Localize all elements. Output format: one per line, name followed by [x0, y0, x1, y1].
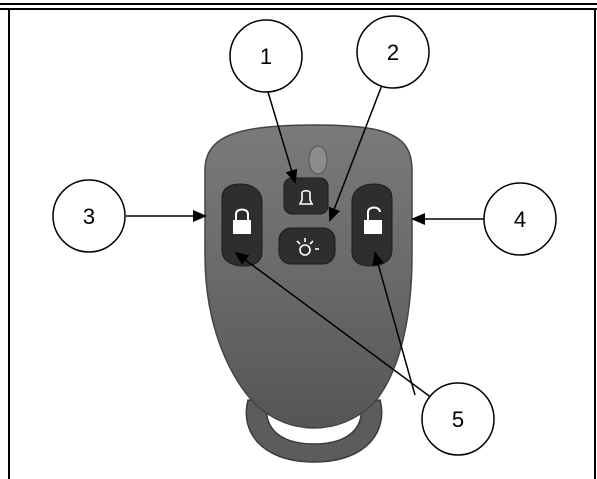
leader-line-5b	[372, 251, 416, 396]
leader-line-5a	[234, 251, 441, 405]
button-lock[interactable]	[221, 183, 263, 267]
frame-top-rule-inner	[0, 8, 597, 10]
callout-5: 5	[421, 382, 495, 456]
unlock-icon	[364, 206, 382, 234]
callout-5-label: 5	[452, 407, 464, 432]
frame-left-rule	[8, 8, 10, 479]
bell-icon	[298, 189, 314, 205]
frame-top-rule-outer	[0, 3, 597, 5]
leader-line-2	[328, 84, 383, 222]
lock-icon	[233, 208, 251, 234]
led-indicator	[308, 145, 328, 175]
key-ring-loop	[245, 399, 383, 463]
light-icon	[296, 238, 319, 256]
leader-line-1	[267, 91, 298, 184]
callout-1: 1	[229, 19, 303, 93]
callout-4-label: 4	[514, 207, 526, 232]
button-light[interactable]	[278, 227, 336, 265]
callout-2: 2	[356, 15, 430, 89]
callout-1-label: 1	[260, 44, 272, 69]
callout-3: 3	[52, 179, 126, 253]
button-bell[interactable]	[283, 177, 329, 215]
callout-2-label: 2	[387, 40, 399, 65]
callout-4: 4	[483, 182, 557, 256]
frame-right-rule	[594, 8, 596, 479]
button-unlock[interactable]	[351, 183, 393, 267]
callout-3-label: 3	[83, 204, 95, 229]
